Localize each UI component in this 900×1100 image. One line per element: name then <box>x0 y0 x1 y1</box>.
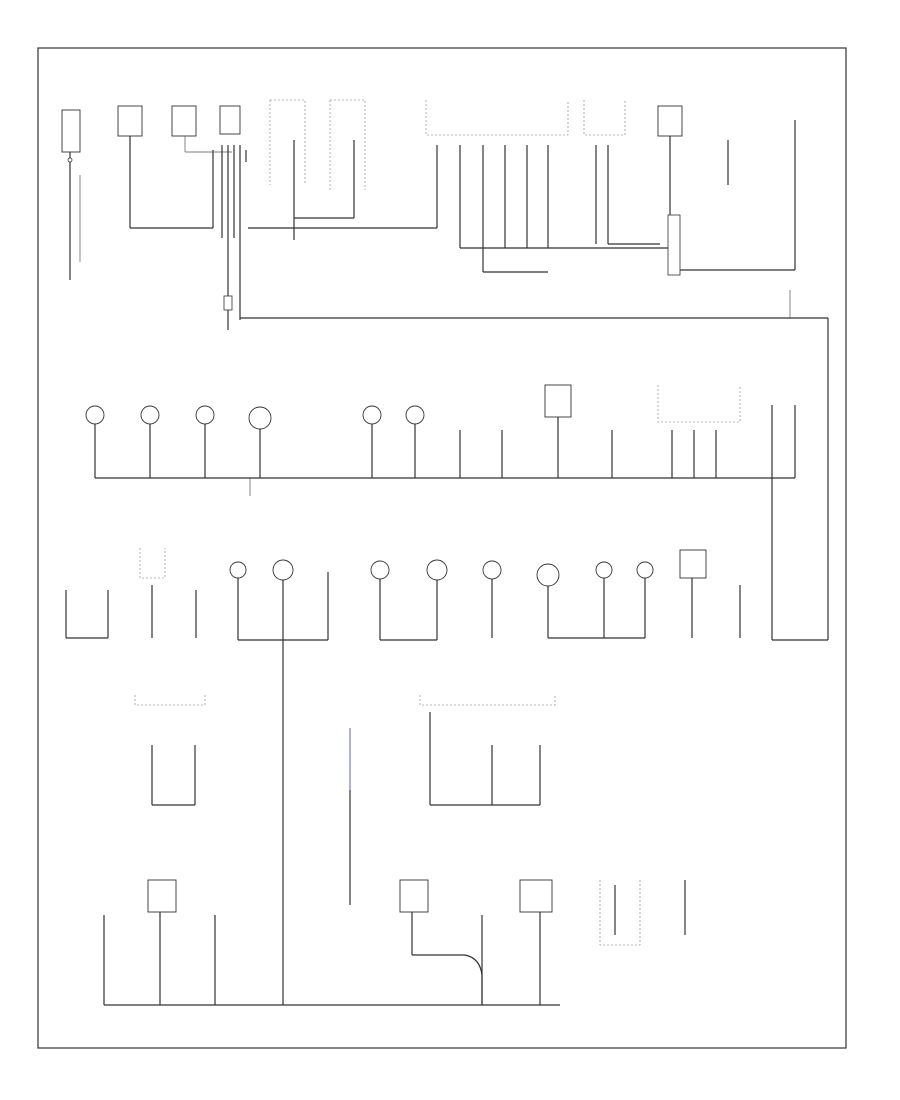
bottom-section <box>103 879 686 1006</box>
component-box <box>171 105 197 137</box>
top-section <box>61 99 829 640</box>
component-box <box>117 105 143 137</box>
diagram-frame <box>37 47 847 1049</box>
third-section <box>65 548 828 1005</box>
component-box <box>219 105 241 135</box>
fourth-section <box>134 695 556 905</box>
second-section <box>85 384 796 640</box>
